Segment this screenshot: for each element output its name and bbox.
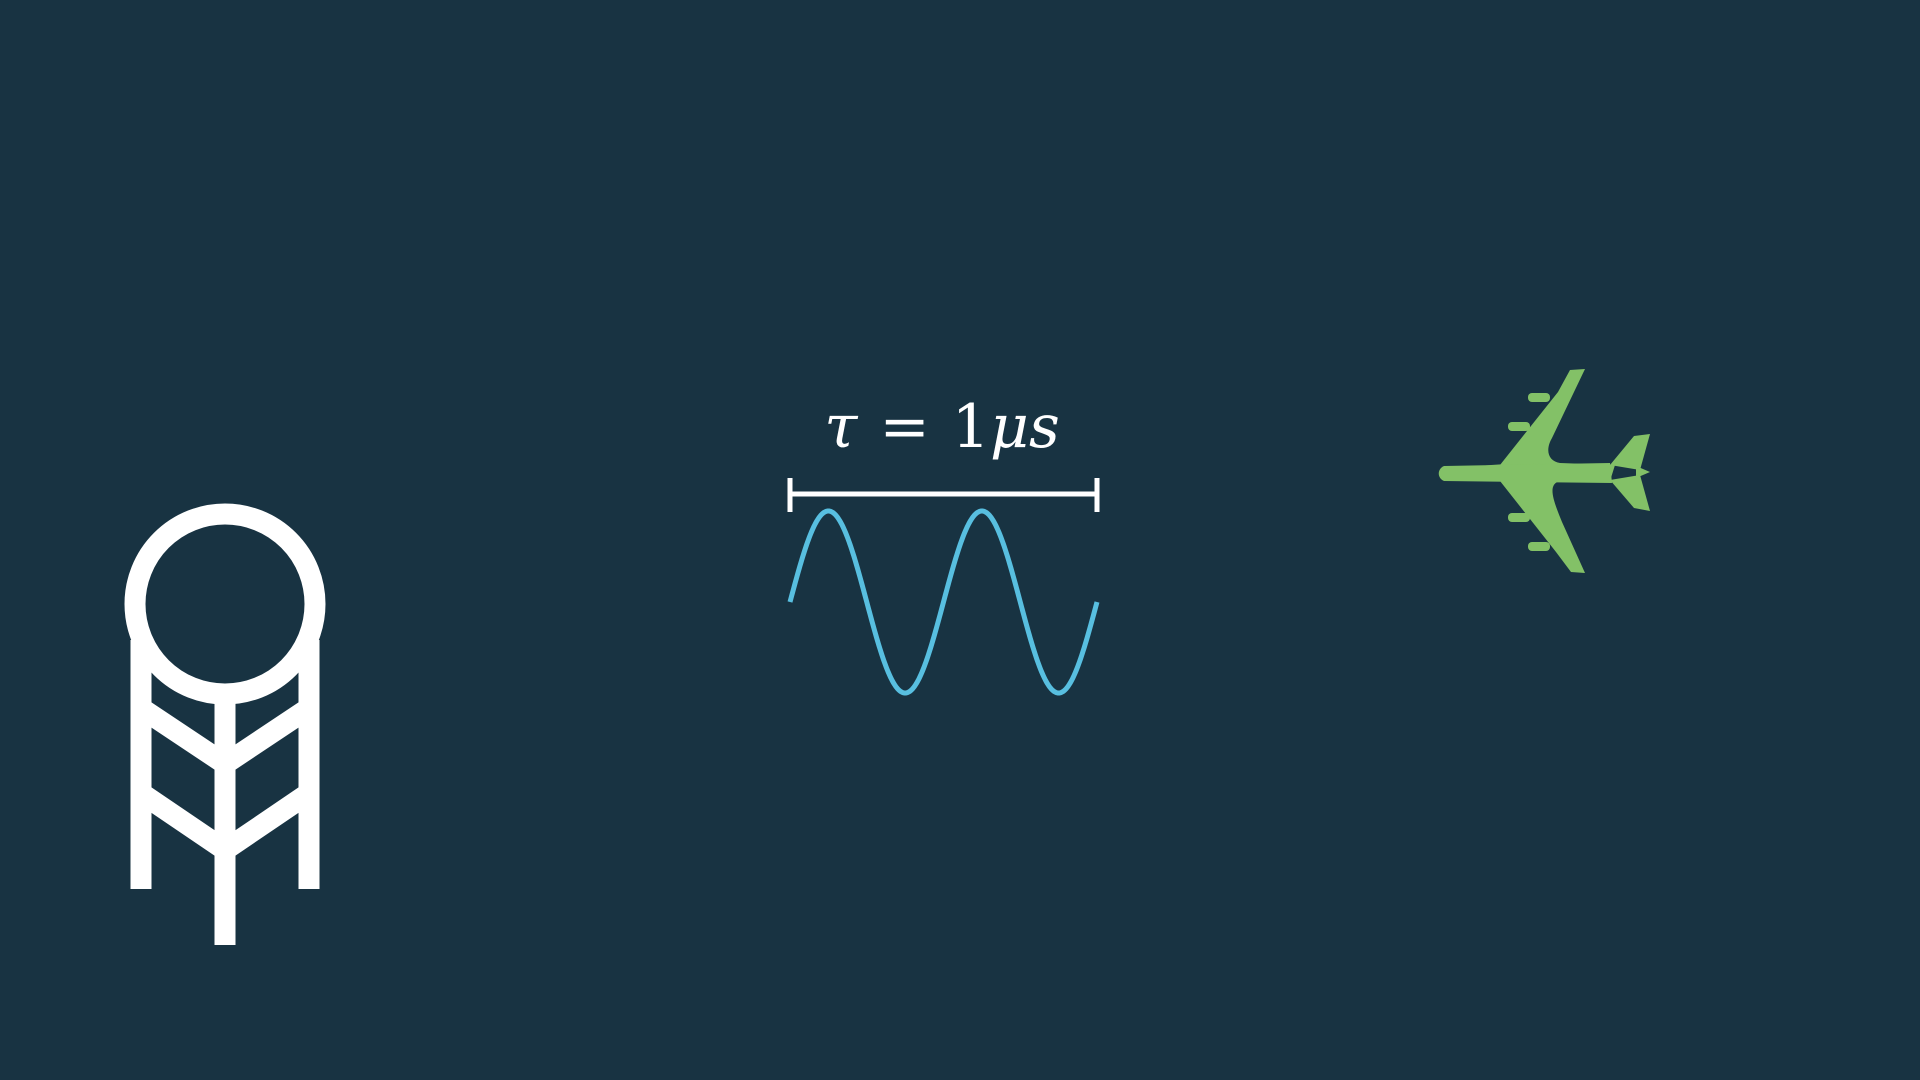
airplane-icon	[1438, 369, 1650, 573]
equals-sign: =	[879, 392, 929, 462]
radar-lower-brace	[135, 784, 315, 863]
mu-symbol: μ	[990, 392, 1029, 462]
pulse-duration-equation: τ = 1μs	[824, 392, 1059, 462]
tau-symbol: τ	[824, 392, 858, 462]
airplane-engine-lower-outer	[1528, 542, 1550, 551]
airplane-lower-wing	[1500, 481, 1585, 573]
airplane-engine-lower-inner	[1508, 513, 1530, 522]
pulse-wave	[787, 508, 1100, 696]
airplane-tail-lower	[1610, 475, 1650, 511]
airplane-tail-cone	[1636, 466, 1650, 478]
airplane-tail-upper	[1610, 434, 1650, 470]
radar-upper-brace	[135, 699, 315, 777]
duration-value: 1	[952, 392, 990, 462]
radar-dish-circle	[124, 503, 326, 705]
airplane-fuselage-body	[1438, 463, 1612, 483]
radar-tower-icon	[124, 503, 326, 945]
duration-bracket	[787, 478, 1100, 512]
airplane-upper-wing	[1500, 369, 1585, 465]
seconds-unit: s	[1029, 392, 1060, 462]
airplane-engine-upper-outer	[1528, 393, 1550, 402]
airplane-engine-upper-inner	[1508, 422, 1530, 431]
pulse-duration-label: τ = 1μs	[824, 392, 1059, 462]
